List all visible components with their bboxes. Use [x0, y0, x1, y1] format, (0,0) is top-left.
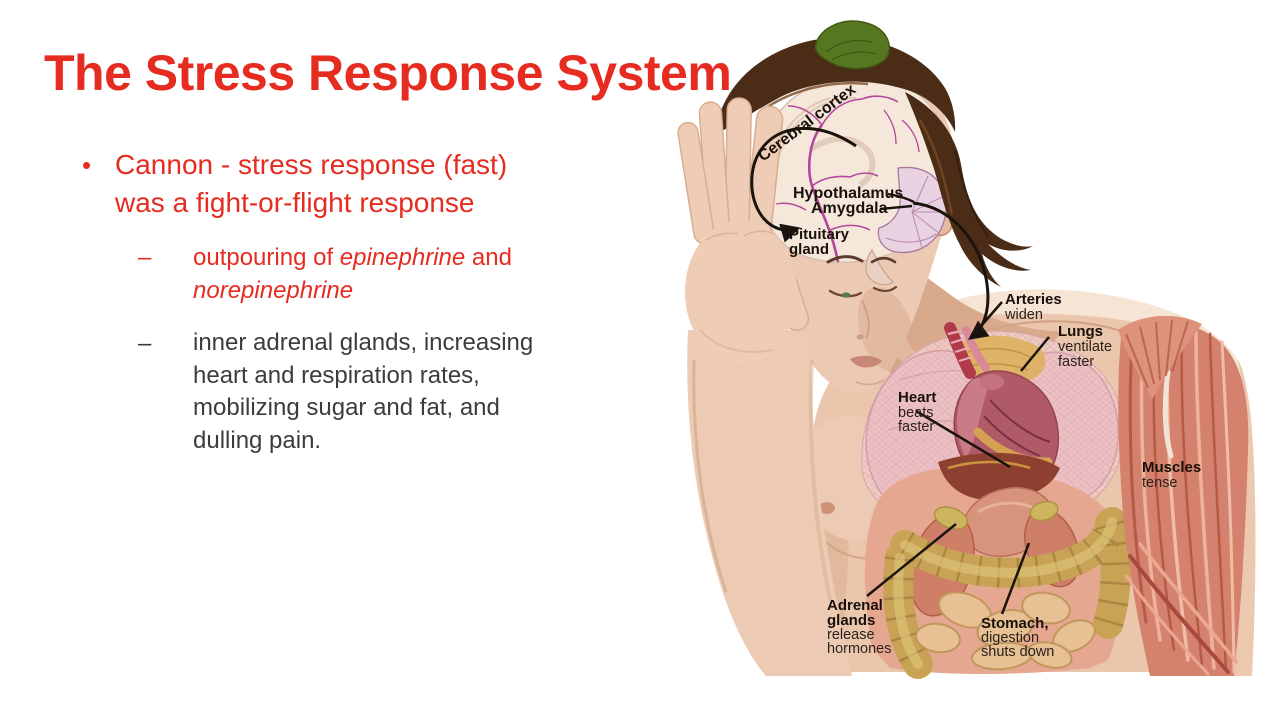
sub-bullet-1-line-1: outpouring of epinephrine and — [193, 241, 512, 274]
hand-on-forehead — [677, 97, 852, 676]
label-stomach-2: digestion — [981, 630, 1039, 646]
deltoid — [1118, 315, 1202, 400]
label-amygdala: Amygdala — [811, 200, 888, 217]
label-heart-2: beats — [898, 405, 933, 421]
lips — [850, 355, 882, 368]
label-heart-1: Heart — [898, 389, 936, 406]
brain-vessels — [775, 95, 920, 263]
hair — [715, 20, 1033, 287]
sub-bullet-2-line-4: dulling pain. — [193, 426, 322, 454]
cortex-loop-arrow — [750, 126, 857, 243]
nose — [861, 299, 870, 339]
adrenal-pointer — [866, 523, 957, 597]
page-title: The Stress Response System — [44, 45, 732, 101]
adrenal-gland-right — [1029, 500, 1059, 522]
cheek-shading — [857, 287, 915, 373]
label-lungs-1: Lungs — [1058, 323, 1103, 340]
sub-bullet-2-line-3: mobilizing sugar and fat, and — [193, 394, 500, 421]
bullet-line-2: was a fight-or-flight response — [115, 187, 475, 218]
sub-bullet-2-text: inner adrenal glands, increasing heart a… — [193, 327, 533, 457]
label-adrenal-1: Adrenal — [827, 597, 883, 614]
bullet-cannon: • Cannon - stress response (fast) was a … — [82, 146, 507, 222]
label-stomach-3: shuts down — [981, 644, 1054, 660]
sub-bullet-1-line-2: norepinephrine — [193, 277, 354, 304]
eyebrow-left — [826, 255, 864, 264]
adrenal-gland-left — [934, 506, 968, 530]
sub-bullet-adrenal: – inner adrenal glands, increasing heart… — [138, 327, 533, 457]
eyebrow-right — [870, 256, 897, 264]
label-muscles-1: Muscles — [1142, 459, 1201, 476]
label-muscles-2: tense — [1142, 475, 1177, 491]
label-lungs-2: ventilate — [1058, 339, 1112, 355]
hair-scrunchie — [814, 20, 890, 70]
arrows — [750, 126, 1050, 615]
label-heart-3: faster — [898, 419, 934, 435]
amygdala-pointer — [879, 204, 913, 211]
palm — [685, 220, 797, 364]
brain-cutaway — [758, 75, 949, 286]
sub-bullet-2-line-2: heart and respiration rates, — [193, 361, 480, 389]
arteries-pointer — [973, 301, 1003, 335]
sub-bullet-2-line-1: inner adrenal glands, increasing — [193, 329, 534, 356]
label-adrenal-2: glands — [827, 612, 875, 629]
sub-bullet-1-normal-b: and — [465, 244, 512, 271]
chest-fat — [959, 335, 1046, 384]
hypothalamus-pointer — [887, 192, 915, 204]
label-pituitary-2: gland — [789, 241, 829, 258]
bullet-line-1: Cannon - stress response (fast) — [115, 149, 508, 180]
label-pituitary-1: Pituitary — [789, 226, 850, 243]
sub-bullet-2-marker: – — [138, 330, 152, 357]
eye-right — [872, 285, 898, 292]
label-adrenal-4: hormones — [827, 641, 891, 657]
arteries — [944, 322, 990, 379]
bullet-text: Cannon - stress response (fast) was a fi… — [115, 146, 507, 222]
brainstem — [865, 248, 894, 286]
stomach-pointer — [1000, 542, 1031, 615]
lungs-pointer — [1020, 336, 1050, 372]
sub-bullet-1-normal-a: outpouring of — [193, 244, 340, 271]
sub-bullet-1-text: outpouring of epinephrine and norepineph… — [193, 241, 512, 307]
label-lungs-3: faster — [1058, 354, 1094, 370]
label-arteries-1: Arteries — [1005, 291, 1062, 308]
bullet-marker: • — [82, 150, 92, 180]
sub-bullet-1-marker: – — [138, 244, 152, 271]
label-hypothalamus: Hypothalamus — [793, 185, 903, 202]
large-intestine — [883, 507, 1131, 679]
sub-bullet-1-italic-a: epinephrine — [339, 244, 466, 271]
muscle-arm — [1118, 315, 1256, 676]
label-stomach-1: Stomach, — [981, 615, 1049, 632]
small-intestine — [915, 591, 1096, 671]
label-arteries-2: widen — [1004, 307, 1043, 323]
heart-pointer — [915, 409, 1011, 469]
abdomen-organs — [864, 452, 1131, 679]
face-features — [826, 255, 898, 386]
label-adrenal-3: release — [827, 627, 875, 643]
sub-bullet-epinephrine: – outpouring of epinephrine and norepine… — [138, 241, 512, 307]
